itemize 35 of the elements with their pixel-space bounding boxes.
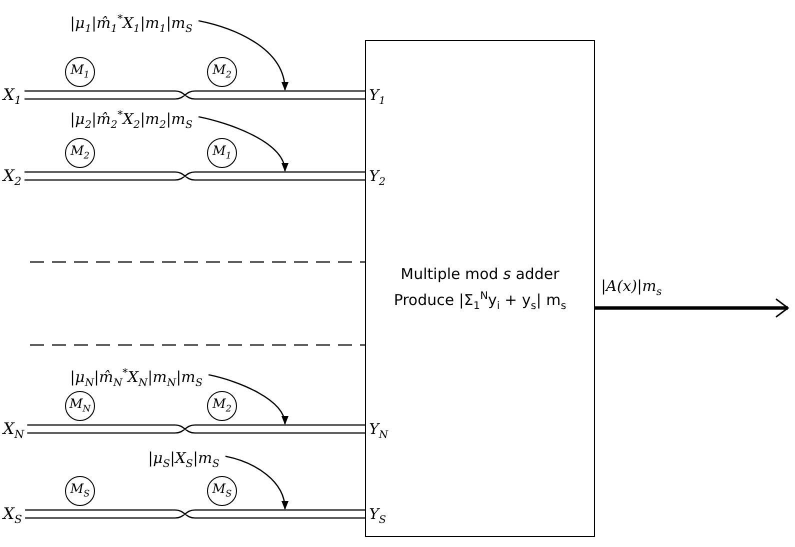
leader-arrow xyxy=(225,456,288,510)
module-circle: M$_{1}$ xyxy=(207,138,237,168)
module-circle: M$_{2}$ xyxy=(207,391,237,421)
dashed-line xyxy=(30,261,365,263)
input-label: X$_{N}$ xyxy=(3,420,24,442)
edge-label: Y$_{S}$ xyxy=(369,506,386,527)
module-circle: M$_{S}$ xyxy=(207,476,237,506)
formula-text: |μ$_{N}$|m̂$_{N}$$^{*}$X$_{N}$|m$_{N}$|m$_{S}$ xyxy=(70,368,203,390)
module-circle: M$_{N}$ xyxy=(65,391,95,421)
formula-text: |μ$_{2}$|m̂$_{2}$$^{*}$X$_{2}$|m$_{2}$|m$_{S}$ xyxy=(70,110,193,132)
adder-formula: Produce |Σ$_{1}$$^{N}$y$_{i}$ + y$_{s}$| m$_{s}$ xyxy=(394,288,566,314)
edge-label: Y$_{2}$ xyxy=(369,168,386,189)
module-circle: M$_{2}$ xyxy=(207,57,237,87)
module-circle: M$_{2}$ xyxy=(65,138,95,168)
adder-box xyxy=(365,40,595,537)
signal-line xyxy=(24,509,366,519)
formula-text: |μ$_{1}$|m̂$_{1}$$^{*}$X$_{1}$|m$_{1}$|m$_{S}$ xyxy=(70,14,193,36)
signal-line xyxy=(26,424,366,434)
input-label: X$_{1}$ xyxy=(3,86,22,108)
edge-label: |A(x)|m$_{s}$ xyxy=(601,278,662,299)
dashed-line xyxy=(30,344,365,346)
module-circle: M$_{1}$ xyxy=(65,57,95,87)
input-label: X$_{S}$ xyxy=(3,505,22,526)
formula-text: |μ$_{S}$|X$_{S}$|m$_{S}$ xyxy=(148,450,220,471)
signal-line xyxy=(24,171,366,181)
adder-title: Multiple mod s adder xyxy=(400,264,560,285)
module-circle: M$_{S}$ xyxy=(65,476,95,506)
edge-label: Y$_{N}$ xyxy=(369,421,388,442)
leader-arrow xyxy=(198,116,288,172)
signal-line xyxy=(24,90,366,100)
output-arrow xyxy=(595,298,789,318)
edge-label: Y$_{1}$ xyxy=(369,87,386,108)
input-label: X$_{2}$ xyxy=(3,167,22,188)
leader-arrow xyxy=(208,374,288,425)
leader-arrow xyxy=(198,20,288,91)
